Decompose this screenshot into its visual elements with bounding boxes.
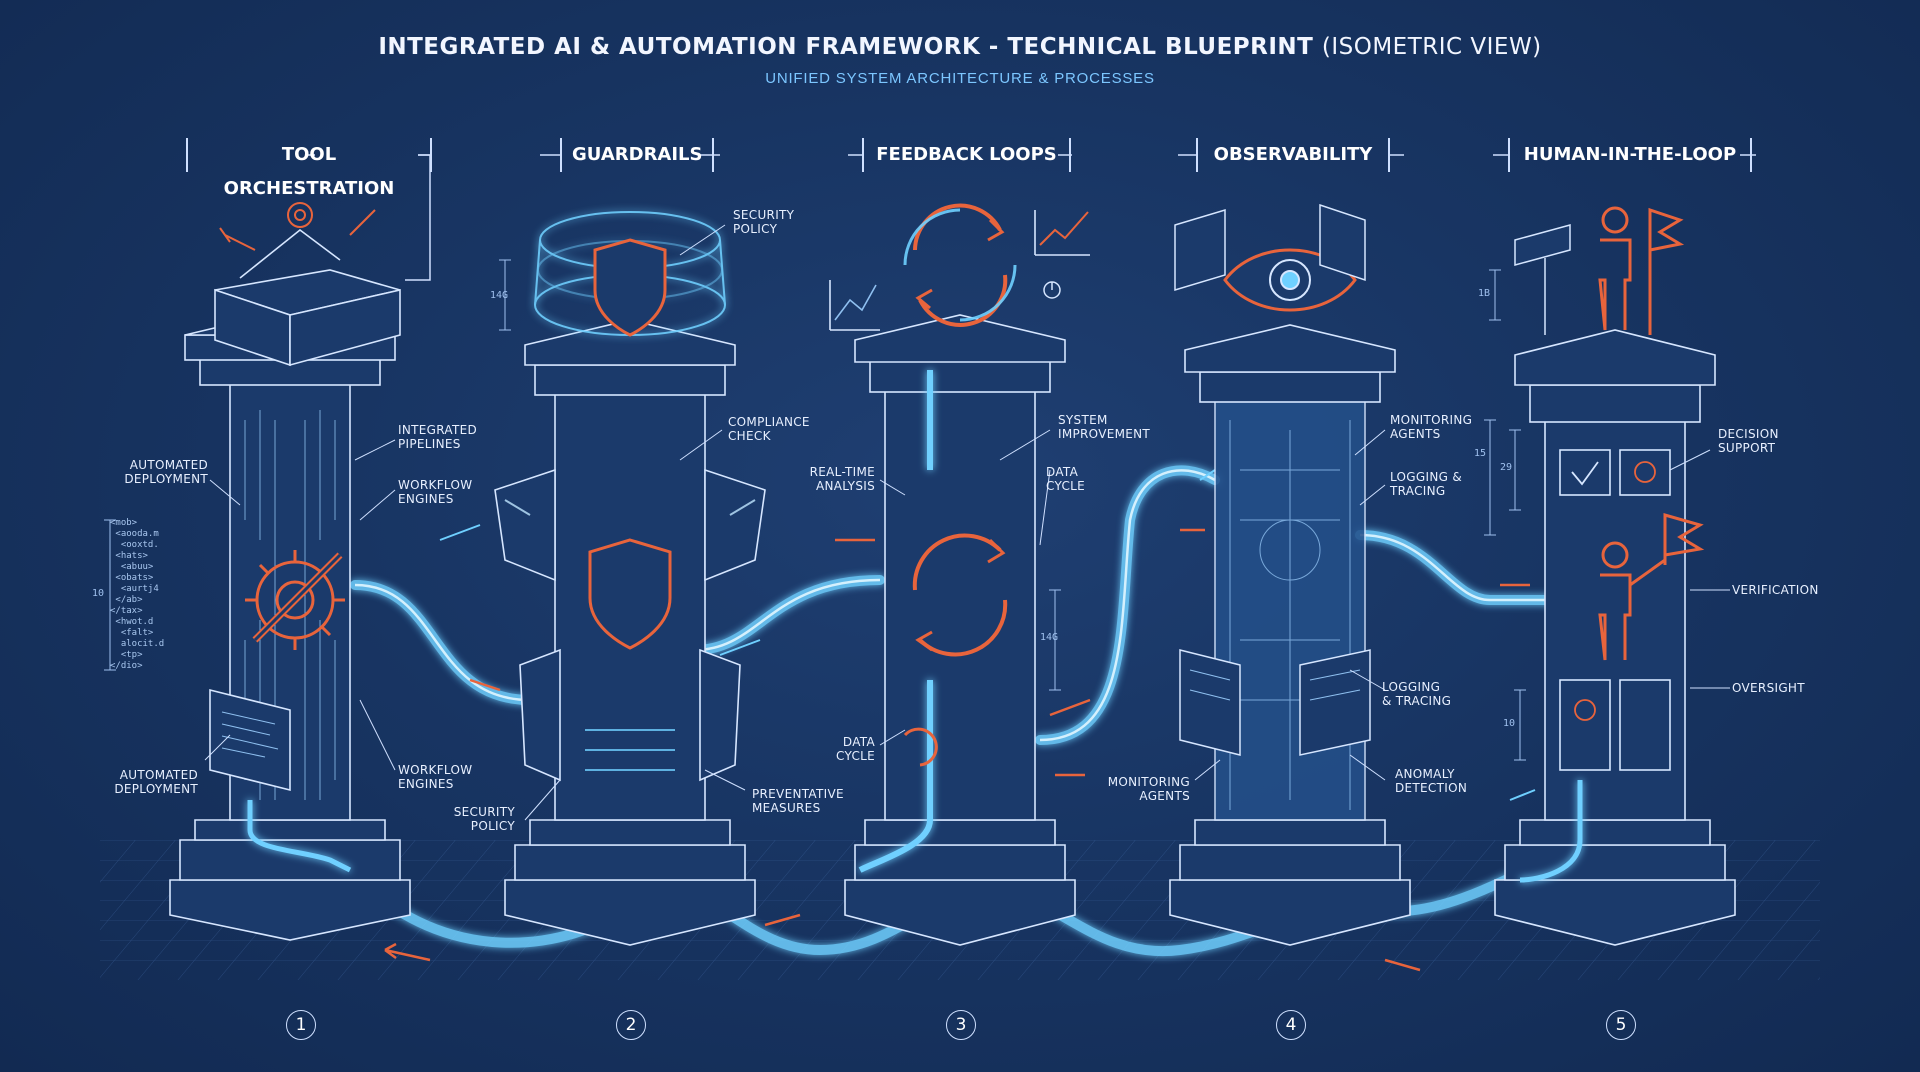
label-logging-tracing-top: LOGGING & TRACING xyxy=(1390,470,1462,498)
pillar-title-observability: OBSERVABILITY xyxy=(1196,138,1390,172)
person-flag-icon xyxy=(1598,206,1685,335)
label-logging-tracing-bottom: LOGGING & TRACING xyxy=(1382,680,1452,708)
pillar-1-glow xyxy=(247,800,352,873)
label-security-policy-bottom: SECURITY POLICY xyxy=(453,805,515,833)
label-anomaly-detection: ANOMALY DETECTION xyxy=(1395,767,1468,795)
dimension-label: 10 xyxy=(92,588,105,599)
pillar-title-feedback-loops: FEEDBACK LOOPS xyxy=(862,138,1071,172)
sign-icon xyxy=(1514,224,1571,335)
dimension-label: 15 xyxy=(1474,448,1487,459)
pillar-3 xyxy=(844,314,1076,946)
pie-chart-icon xyxy=(1043,281,1061,299)
cycle-arrows-icon xyxy=(913,203,1008,327)
page-title: INTEGRATED AI & AUTOMATION FRAMEWORK - T… xyxy=(0,34,1920,60)
shield-wings xyxy=(494,468,766,782)
shield-icon-lower xyxy=(588,538,672,650)
label-oversight: OVERSIGHT xyxy=(1732,681,1805,695)
step-number-1: 1 xyxy=(286,1010,316,1040)
step-number-4: 4 xyxy=(1276,1010,1306,1040)
label-security-policy-top: SECURITY POLICY xyxy=(733,208,795,236)
label-integrated-pipelines: INTEGRATED PIPELINES xyxy=(398,423,478,451)
flow-arrows-blue xyxy=(439,469,1536,801)
gear-icon xyxy=(219,202,376,251)
dimension-label: 1B xyxy=(1478,288,1491,299)
label-data-cycle-bottom: DATA CYCLE xyxy=(836,735,875,763)
dashboard-icon xyxy=(1174,203,1371,756)
shield-icon xyxy=(593,238,667,337)
dimension-label: 29 xyxy=(1500,462,1513,473)
title-brackets xyxy=(305,154,1756,281)
label-system-improvement: SYSTEM IMPROVEMENT xyxy=(1058,413,1151,441)
dimension-label: 10 xyxy=(1503,718,1516,729)
title-light: (ISOMETRIC VIEW) xyxy=(1321,34,1542,60)
label-monitoring-agents-bottom: MONITORING AGENTS xyxy=(1107,775,1190,803)
label-workflow-engines-top: WORKFLOW ENGINES xyxy=(398,478,473,506)
pipe-2-3 xyxy=(690,575,885,655)
label-workflow-engines-bottom: WORKFLOW ENGINES xyxy=(398,763,473,791)
line-chart-icon xyxy=(829,210,1090,331)
cycle-arrows-icon-lower xyxy=(912,533,1008,657)
code-screen-icon xyxy=(209,688,291,792)
label-data-cycle-top: DATA CYCLE xyxy=(1046,465,1085,493)
pillar-5 xyxy=(1494,329,1736,946)
label-preventative-measures: PREVENTATIVE MEASURES xyxy=(752,787,844,815)
step-number-2: 2 xyxy=(616,1010,646,1040)
data-cycle-icon xyxy=(903,727,938,767)
step-number-5: 5 xyxy=(1606,1010,1636,1040)
label-automated-deployment-top: AUTOMATED DEPLOYMENT xyxy=(124,458,208,486)
title-bold: INTEGRATED AI & AUTOMATION FRAMEWORK - T… xyxy=(378,34,1314,60)
pillar-2 xyxy=(504,319,756,946)
page-subtitle: UNIFIED SYSTEM ARCHITECTURE & PROCESSES xyxy=(765,70,1155,87)
flow-arrows xyxy=(384,528,1530,972)
dimension-lines xyxy=(104,259,1526,761)
label-monitoring-agents-top: MONITORING AGENTS xyxy=(1390,413,1473,441)
pillar-1 xyxy=(169,309,411,941)
label-real-time-analysis: REAL-TIME ANALYSIS xyxy=(809,465,875,493)
toolbox-icon xyxy=(214,228,401,367)
pillar-title-human-in-the-loop: HUMAN-IN-THE-LOOP xyxy=(1508,138,1752,172)
pillar-title-guardrails: GUARDRAILS xyxy=(560,138,714,172)
gear-wrench-icon xyxy=(245,550,345,650)
checkbox-icon xyxy=(1571,461,1656,721)
label-decision-support: DECISION SUPPORT xyxy=(1718,427,1779,455)
pipe-1-2 xyxy=(350,580,535,705)
callout-lines xyxy=(204,224,1730,821)
code-snippet: <mob> <aooda.m <ooxtd. <hats> <abuu> <ob… xyxy=(110,518,165,671)
step-number-3: 3 xyxy=(946,1010,976,1040)
person-flag-icon-lower xyxy=(1598,513,1705,661)
feedback-glow-line xyxy=(858,370,933,873)
label-automated-deployment-bottom: AUTOMATED DEPLOYMENT xyxy=(114,768,198,796)
dimension-label: 14G xyxy=(1040,632,1059,643)
label-verification: VERIFICATION xyxy=(1732,583,1819,597)
label-compliance-check: COMPLIANCE CHECK xyxy=(728,415,810,443)
dimension-label: 14G xyxy=(490,290,509,301)
pillar-title-tool-orchestration: TOOL ORCHESTRATION xyxy=(186,138,432,199)
